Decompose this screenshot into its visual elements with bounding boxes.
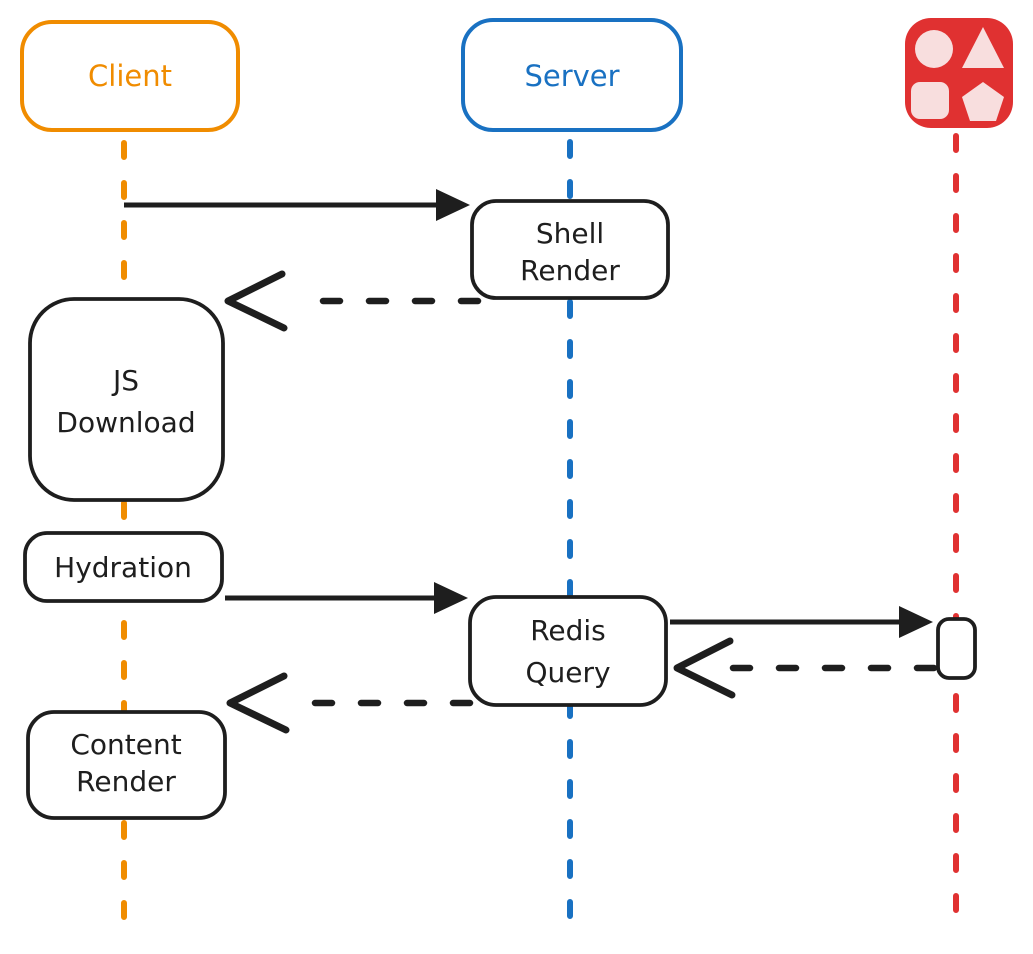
triangle-shape-icon [962,27,1004,68]
arrowhead-icon [434,582,468,614]
node-box [28,297,225,502]
node-shell-render: Shell Render [470,199,670,300]
server-actor-box [461,18,683,132]
chevron-arrowhead-icon [673,637,736,699]
node-label: Hydration [54,551,192,584]
arrow-hydration-to-redis-query [225,582,468,614]
square-shape-icon [911,82,949,119]
node-box [23,531,224,603]
arrow-datastore-to-redis-query [673,637,938,699]
arrow-client-to-shell-render [124,189,470,221]
arrow-redis-query-to-datastore [670,606,933,638]
node-label-line1: JS [111,364,139,397]
arrowhead-icon [436,189,470,221]
client-actor-label: Client [88,59,172,93]
node-label-line1: Content [70,728,181,761]
arrowhead-icon [899,606,933,638]
node-content-render: Content Render [26,710,227,820]
node-label-line1: Redis [530,614,606,647]
node-box [468,595,668,707]
node-hydration: Hydration [23,531,224,603]
arrow-shell-render-to-js-download [224,270,482,332]
pentagon-shape-icon [962,82,1004,121]
arrow-redis-query-to-content-render [226,672,474,734]
node-label-line1: Shell [536,217,604,250]
chevron-arrowhead-icon [224,270,288,332]
node-label-line2: Render [76,765,176,798]
actor-client: Client [20,20,240,132]
node-label-line2: Render [520,254,620,287]
node-js-download: JS Download [28,297,225,502]
actor-server: Server [461,18,683,132]
datastore-activation-bar [936,617,977,680]
node-box [470,199,670,300]
node-label-line2: Query [525,656,610,689]
circle-shape-icon [915,30,953,68]
server-actor-label: Server [524,59,619,93]
node-label-line2: Download [56,406,195,439]
node-redis-query: Redis Query [468,595,668,707]
redis-shapes-icon [905,18,1013,128]
node-box [26,710,227,820]
client-actor-box [20,20,240,132]
chevron-arrowhead-icon [226,672,290,734]
